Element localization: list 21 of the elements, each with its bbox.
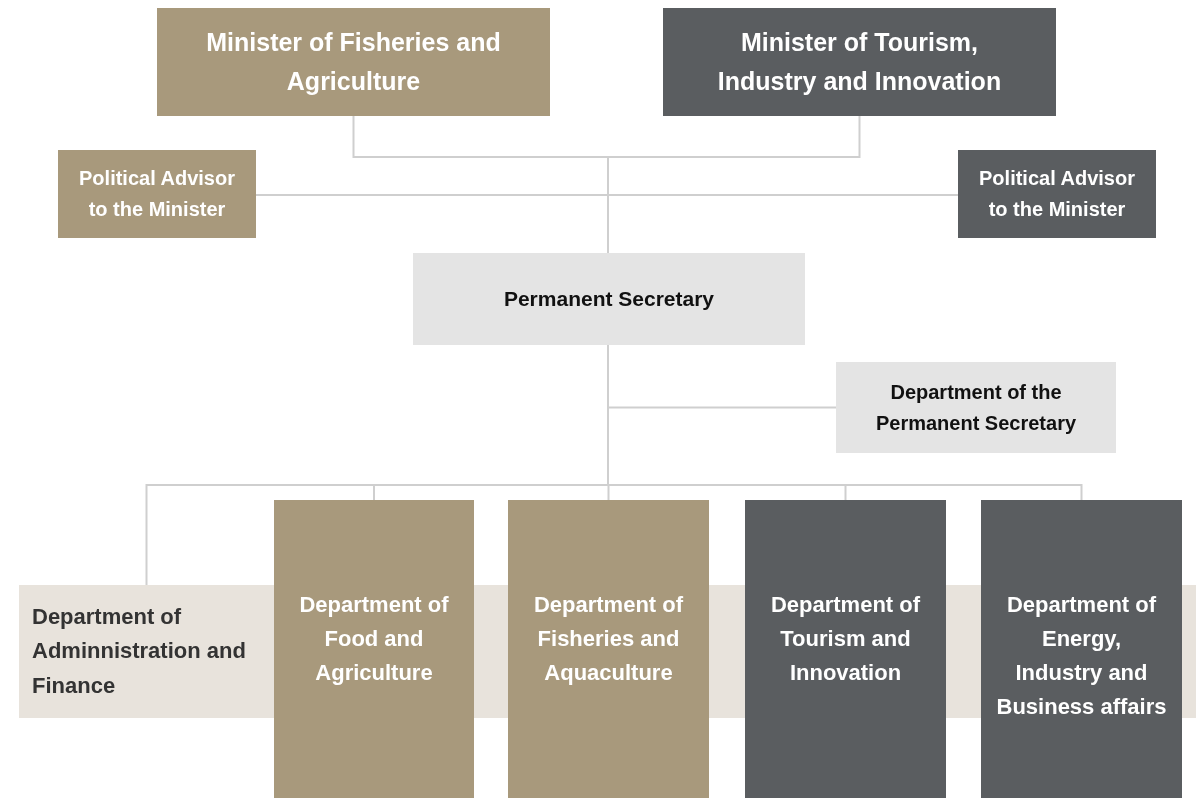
- role-title: Department of the Permanent Secretary: [874, 379, 1078, 436]
- role-title: Minister of Tourism, Industry and Innovation: [716, 27, 1003, 97]
- role-title: Minister of Fisheries and Agriculture: [205, 27, 502, 97]
- role-title: Permanent Secretary: [503, 285, 715, 312]
- department-box: [958, 150, 1156, 238]
- department-box: [274, 500, 474, 798]
- department-name: Department of Adminnistration and Finance: [32, 603, 247, 700]
- department-name: Department of Energy, Industry and Business affairs: [996, 591, 1167, 722]
- department-box: [58, 150, 256, 238]
- department-box: [508, 500, 709, 798]
- department-name: Department of Tourism and Innovation: [769, 591, 922, 688]
- department-box: [157, 8, 550, 116]
- secretary-box: [413, 253, 805, 345]
- department-box: [981, 500, 1182, 798]
- department-name: Department of Food and Agriculture: [298, 591, 450, 688]
- department-box: [745, 500, 946, 798]
- role-title: Political Advisor to the Minister: [978, 166, 1136, 222]
- secretary-box: [836, 362, 1116, 453]
- department-name: Department of Fisheries and Aquaculture: [532, 591, 685, 688]
- role-title: Political Advisor to the Minister: [78, 166, 236, 222]
- department-box: [663, 8, 1056, 116]
